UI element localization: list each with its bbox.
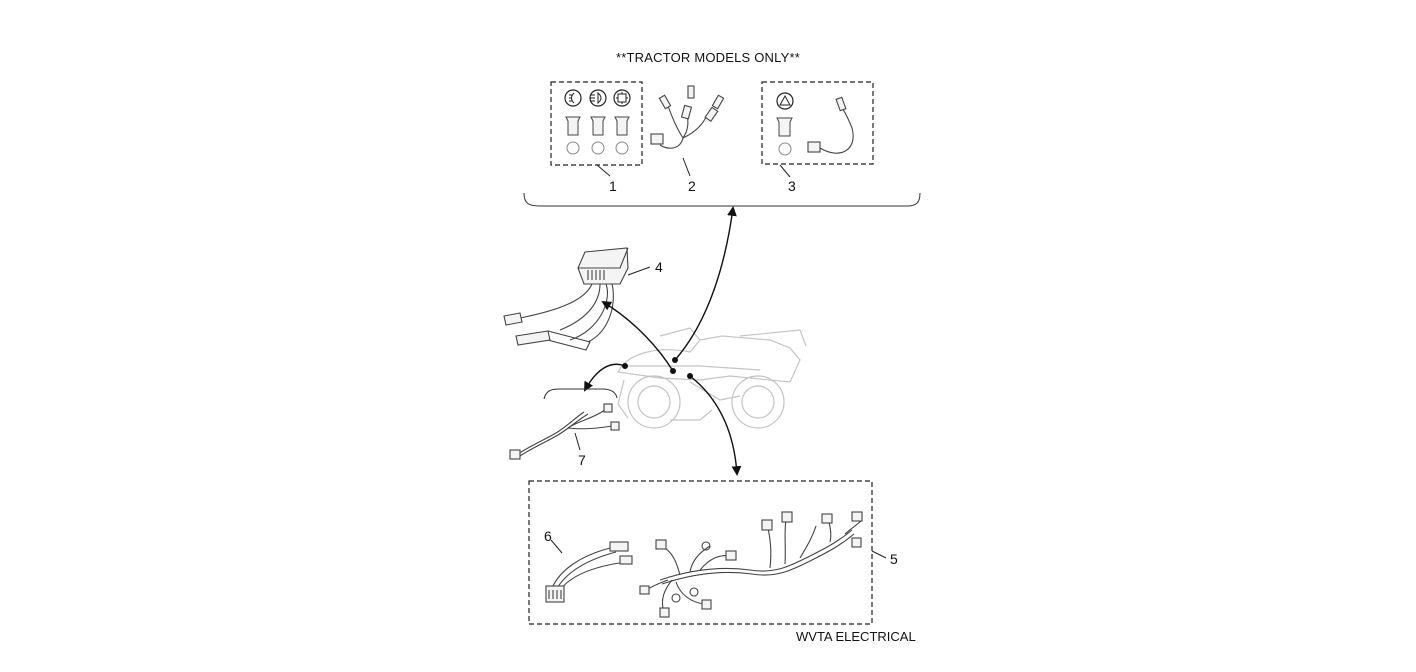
indicator-switch-bodies — [565, 116, 630, 136]
indicator-switch-kit-box — [550, 81, 643, 166]
atv-vehicle-outline — [617, 327, 807, 429]
headlight-indicator-icon — [589, 89, 607, 107]
callout-2: 2 — [688, 178, 696, 194]
hazard-warning-icon — [776, 92, 794, 110]
arrow-to-tractor-group — [674, 206, 737, 361]
switch-sub-harness-2 — [650, 85, 725, 149]
hazard-switch-ring — [778, 142, 792, 156]
callout-1: 1 — [609, 178, 617, 194]
sub-harness-7 — [509, 403, 620, 460]
fog-light-indicator-icon — [564, 89, 582, 107]
wvta-electrical-label: WVTA ELECTRICAL — [796, 629, 916, 644]
callout-5: 5 — [890, 551, 898, 567]
main-wiring-harness-5 — [639, 511, 863, 618]
callout-6: 6 — [544, 528, 552, 544]
callout-4: 4 — [655, 259, 663, 275]
leader-3 — [779, 164, 791, 178]
leader-6 — [550, 539, 563, 554]
sub-harness-brace — [543, 388, 618, 400]
arrow-to-sub-harness-7 — [584, 363, 626, 392]
work-light-indicator-icon — [613, 89, 631, 107]
hazard-switch-harness — [807, 96, 854, 154]
arrow-to-relay-4 — [601, 300, 674, 372]
leader-1 — [596, 164, 611, 177]
leader-7 — [574, 432, 581, 451]
main-harness-kit-box — [528, 480, 873, 625]
adapter-harness-6 — [545, 541, 633, 603]
leader-5 — [871, 550, 887, 559]
arrow-to-main-harness-5 — [689, 375, 742, 476]
tractor-group-brace — [523, 192, 921, 207]
hazard-switch-kit-box — [761, 81, 874, 165]
hazard-switch-body — [776, 117, 793, 137]
leader-2 — [682, 157, 691, 177]
indicator-switch-rings — [566, 141, 629, 155]
connection-arrows — [584, 206, 742, 476]
leader-4 — [627, 266, 651, 276]
relay-unit-4 — [503, 247, 629, 351]
tractor-models-note: **TRACTOR MODELS ONLY** — [616, 50, 800, 65]
callout-3: 3 — [788, 178, 796, 194]
callout-7: 7 — [578, 452, 586, 468]
